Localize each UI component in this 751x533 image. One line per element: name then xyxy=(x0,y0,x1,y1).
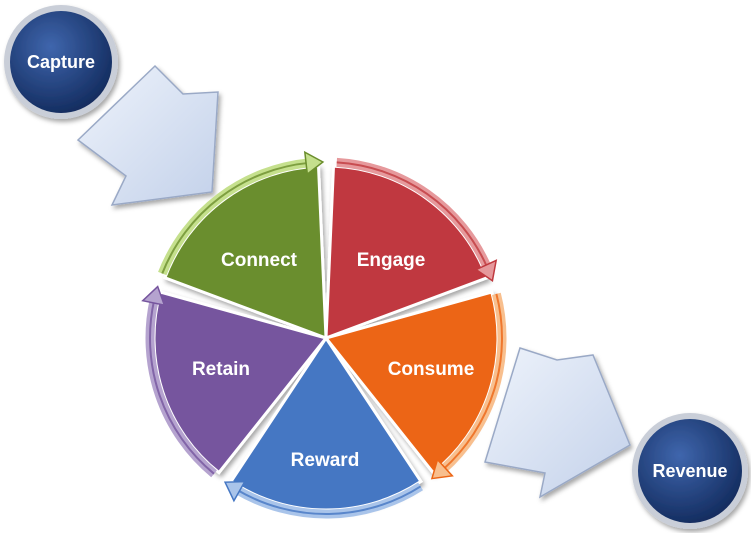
arrow-cycle-to-revenue xyxy=(484,347,631,499)
ring-edge-engage xyxy=(336,161,489,269)
ring-arrowhead-retain xyxy=(141,285,166,307)
arrow-capture-to-cycle xyxy=(76,64,219,206)
ring-arrowhead-reward xyxy=(223,480,247,503)
segment-label-reward: Reward xyxy=(291,450,360,471)
ring-edge-consume xyxy=(441,293,503,471)
cycle-ring-arrows xyxy=(141,150,507,519)
segment-label-retain: Retain xyxy=(192,359,250,380)
capture-node xyxy=(4,5,118,119)
capture-label: Capture xyxy=(27,52,95,72)
ring-edge-connect xyxy=(161,161,310,274)
segment-label-connect: Connect xyxy=(221,250,298,271)
revenue-node xyxy=(632,413,748,529)
ring-arrowhead-consume xyxy=(430,458,454,480)
ring-arrowhead-engage xyxy=(474,259,498,282)
ring-edge-retain xyxy=(149,299,215,475)
segment-label-engage: Engage xyxy=(357,250,426,271)
ring-arrowhead-connect xyxy=(303,150,325,176)
ring-edge-reward xyxy=(236,485,422,515)
segment-label-consume: Consume xyxy=(388,359,475,380)
revenue-label: Revenue xyxy=(652,461,727,481)
